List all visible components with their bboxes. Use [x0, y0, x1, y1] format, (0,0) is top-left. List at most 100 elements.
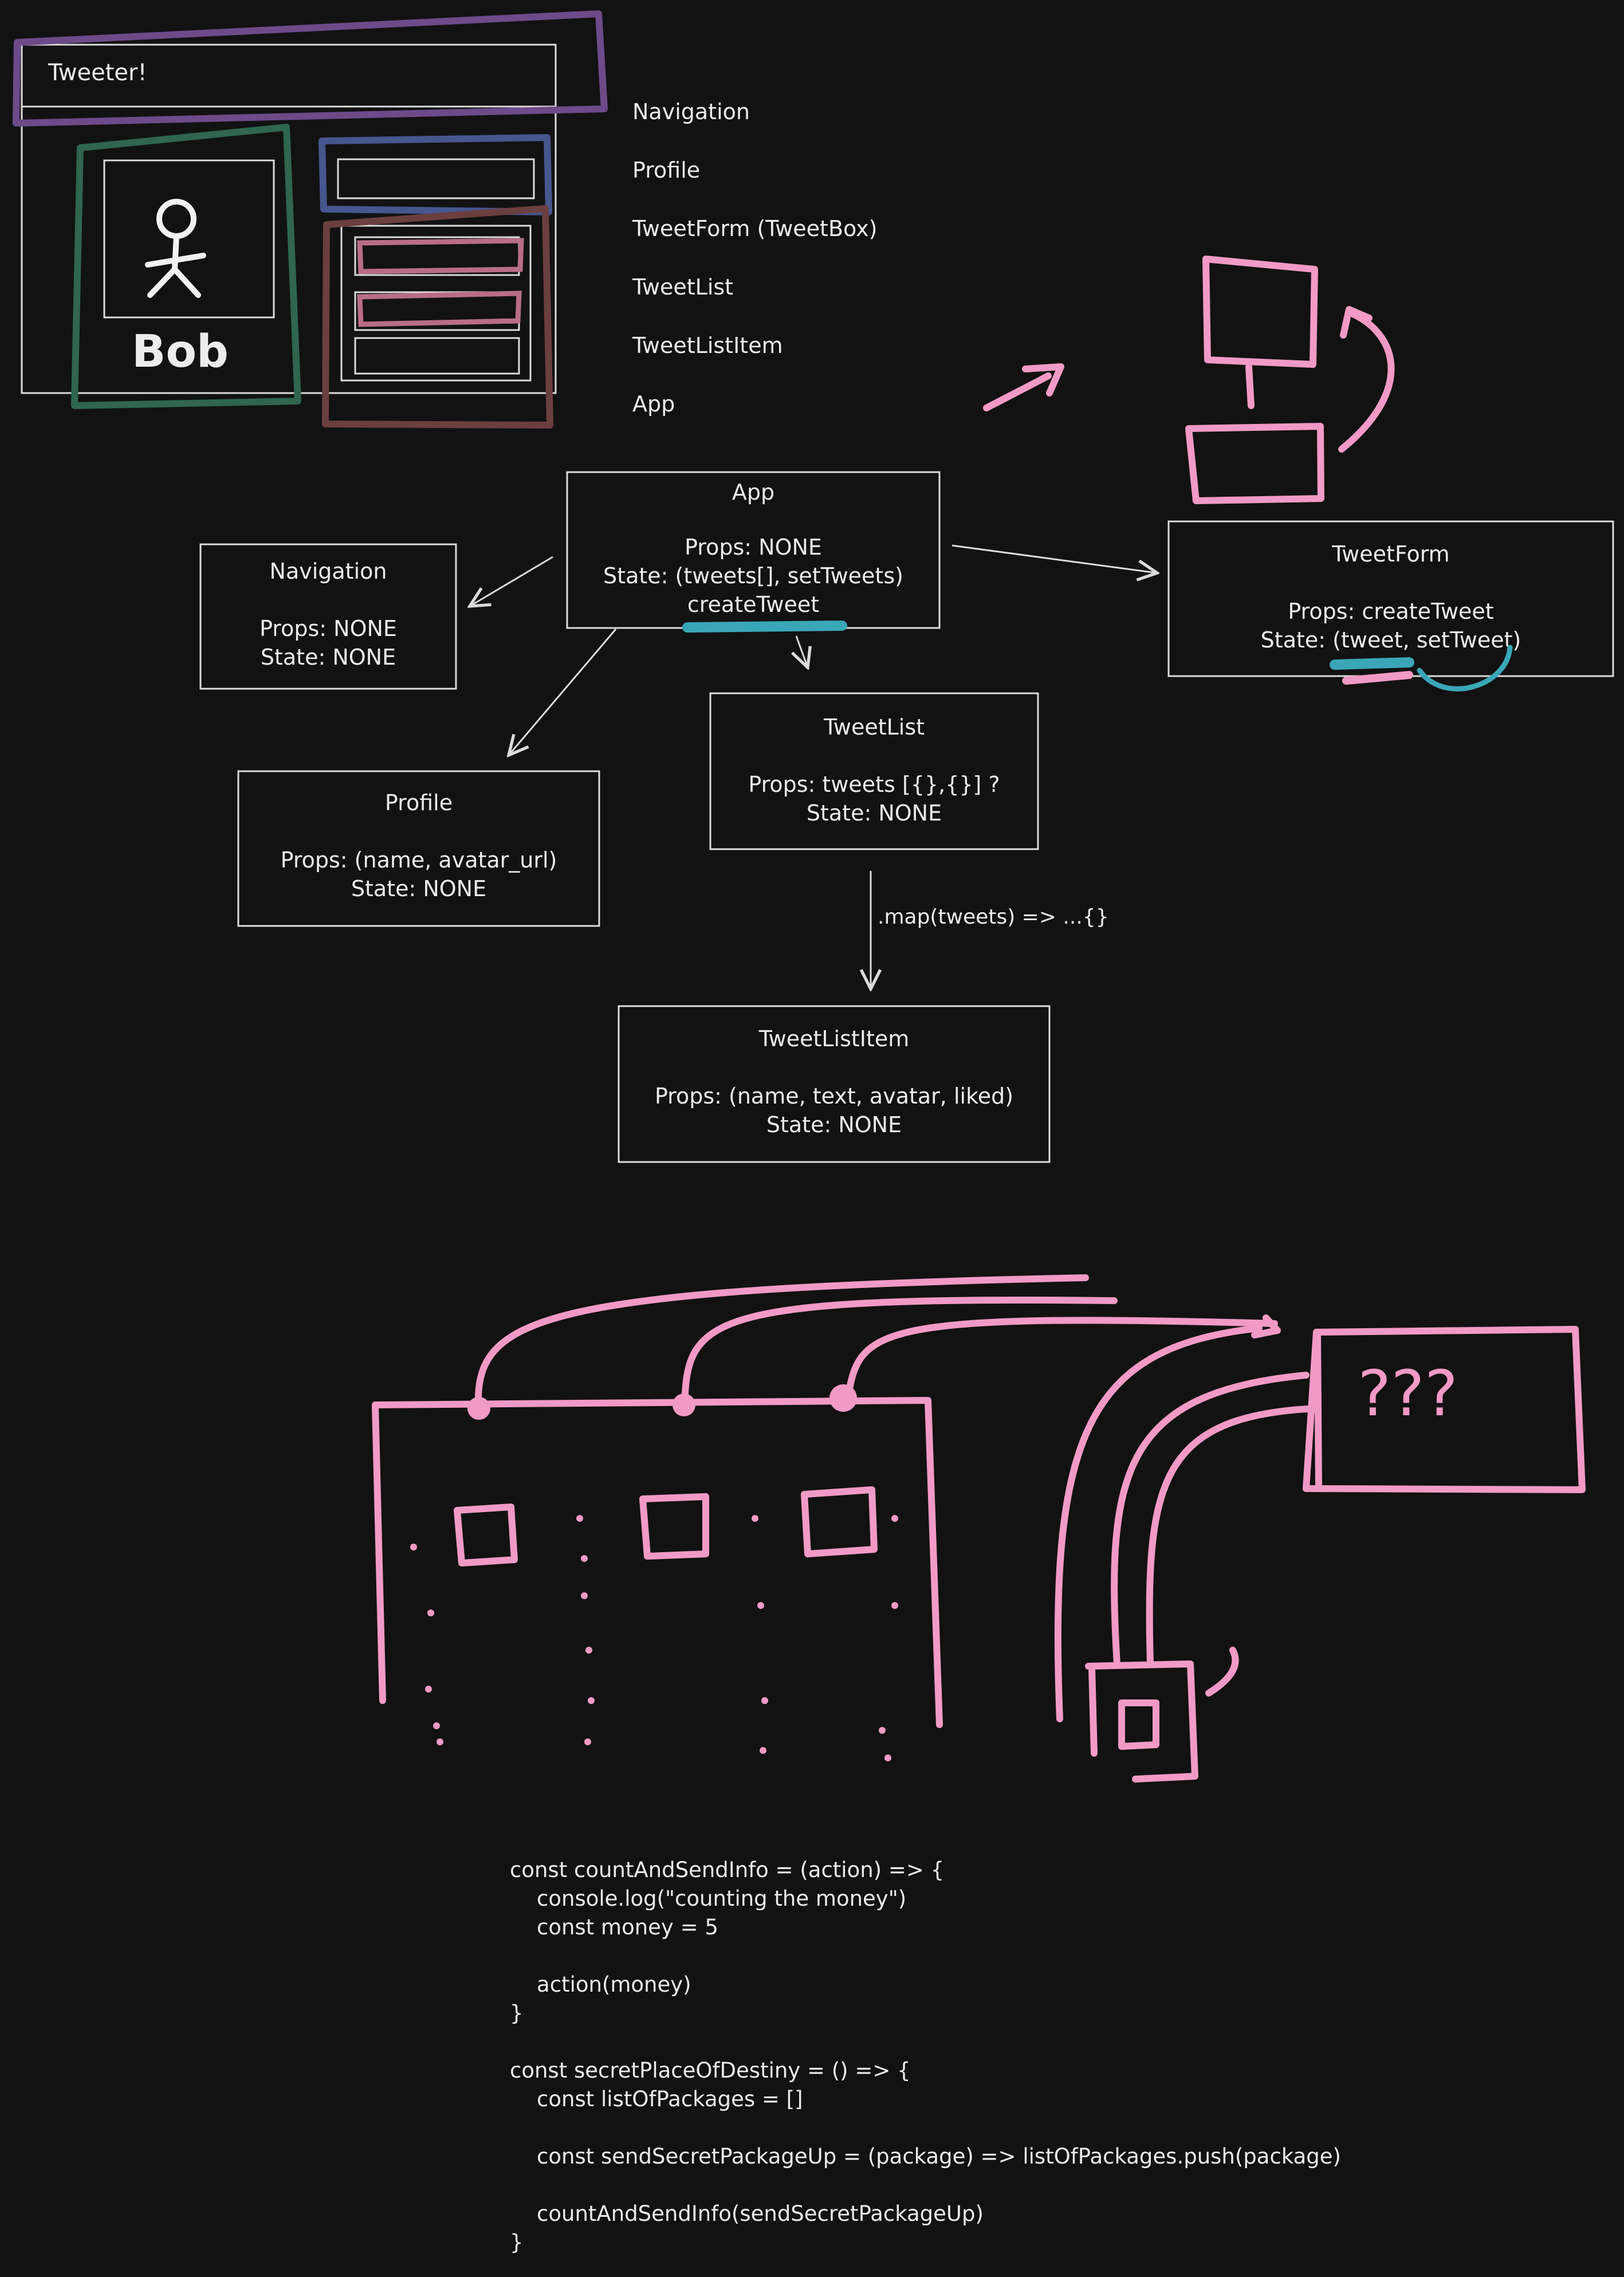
code-line: const sendSecretPackageUp = (package) =>… — [510, 2144, 1341, 2169]
navigation-box — [199, 543, 457, 690]
navigation-state: State: NONE — [261, 645, 396, 670]
machine-knob-3 — [829, 1384, 857, 1412]
app-props: Props: NONE — [685, 535, 822, 560]
tweetlistitem-component-box — [618, 1005, 1051, 1163]
profile-highlight — [71, 124, 301, 409]
legend-item-profile: Profile — [632, 158, 700, 183]
arrow-app-to-tweetform — [951, 544, 1157, 573]
code-block: const countAndSendInfo = (action) => { c… — [510, 1858, 1341, 2255]
tweetlist-box — [340, 225, 532, 382]
arrow-app-to-navigation — [470, 556, 553, 606]
tweetlist-highlight — [322, 205, 553, 429]
pink-pipe-sketch: ??? — [1054, 1314, 1586, 1783]
navigation-title: Navigation — [270, 559, 387, 584]
code-line: console.log("counting the money") — [510, 1886, 906, 1911]
wireframe-header-box — [21, 44, 557, 108]
tweet-underline-pink — [1342, 671, 1413, 685]
wireframe-title: Tweeter! — [48, 60, 147, 86]
machine-knob-1 — [467, 1397, 490, 1420]
pipe-outer — [1054, 1325, 1263, 1722]
pink-sketch-boxes — [1185, 256, 1395, 504]
tweetform-input-box — [337, 158, 535, 199]
package-tick — [1205, 1647, 1239, 1697]
machine-dots — [410, 1515, 898, 1761]
navigation-highlight — [13, 10, 608, 127]
map-label: .map(tweets) => ...{} — [878, 905, 1109, 929]
machine-slot-1 — [454, 1503, 518, 1567]
tweetlistitem-props: Props: (name, text, avatar, liked) — [655, 1083, 1013, 1109]
profile-component-box — [237, 770, 600, 927]
tweetform-title: TweetForm — [1331, 541, 1449, 567]
profile-state: State: NONE — [351, 876, 486, 901]
machine-wire-2 — [681, 1297, 1118, 1408]
legend: Navigation Profile TweetForm (TweetBox) … — [632, 99, 877, 417]
app-create-tweet: createTweet — [687, 592, 819, 617]
tweetlistitem-title: TweetListItem — [758, 1026, 910, 1051]
component-tweetlistitem: TweetListItem Props: (name, text, avatar… — [618, 1005, 1051, 1163]
app-title: App — [732, 480, 774, 505]
machine-wire-1 — [474, 1274, 1089, 1411]
code-line: const money = 5 — [510, 1915, 718, 1940]
question-box-text: ??? — [1358, 1357, 1458, 1430]
tweetlist-props: Props: tweets [{},{}] ? — [748, 772, 1000, 797]
code-line: } — [510, 2230, 524, 2255]
component-profile: Profile Props: (name, avatar_url) State:… — [237, 770, 600, 927]
package-inner — [1118, 1699, 1159, 1750]
code-line: const secretPlaceOfDestiny = () => { — [510, 2058, 911, 2083]
app-state: State: (tweets[], setTweets) — [603, 563, 903, 588]
profile-avatar-box — [103, 159, 275, 319]
tweetform-state: State: (tweet, setTweet) — [1261, 627, 1521, 653]
question-box — [1303, 1326, 1586, 1493]
pipe-middle — [1111, 1372, 1310, 1668]
tweetform-highlight — [318, 134, 552, 215]
arrow-app-to-tweetlist — [796, 635, 808, 668]
machine-wire-3 — [844, 1317, 1278, 1401]
code-line: } — [510, 2001, 524, 2025]
legend-item-tweetlistitem: TweetListItem — [632, 333, 783, 358]
tweetlistitem-box-3 — [354, 337, 520, 375]
package-box — [1085, 1660, 1198, 1783]
tweetlist-component-box — [709, 692, 1039, 850]
sketch-link-line — [1245, 363, 1255, 409]
code-line: const listOfPackages = [] — [510, 2087, 803, 2111]
pink-sketch-arrow — [983, 363, 1064, 411]
legend-item-navigation: Navigation — [632, 99, 750, 124]
machine-knob-2 — [673, 1393, 695, 1416]
tweetform-props: Props: createTweet — [1288, 599, 1493, 624]
code-line: action(money) — [510, 1972, 691, 1997]
tweetlist-state: State: NONE — [807, 800, 942, 826]
machine-outline — [372, 1397, 943, 1728]
tweet-link-curve — [1417, 645, 1513, 692]
pipe-arrow-head — [1251, 1314, 1281, 1338]
legend-item-app: App — [632, 391, 675, 417]
avatar-name: Bob — [132, 326, 229, 378]
machine-slot-3 — [801, 1486, 878, 1557]
component-tweetform: TweetForm Props: createTweet State: (twe… — [1167, 520, 1614, 692]
createtweet-underline — [682, 621, 847, 633]
profile-props: Props: (name, avatar_url) — [281, 847, 557, 873]
navigation-props: Props: NONE — [259, 616, 397, 641]
pipe-inner — [1146, 1405, 1321, 1668]
code-line: countAndSendInfo(sendSecretPackageUp) — [510, 2201, 984, 2226]
component-navigation: Navigation Props: NONE State: NONE — [199, 543, 457, 690]
sketch-curve-arrow — [1338, 309, 1395, 453]
stick-figure-icon — [145, 199, 206, 298]
tweetlistitem-highlight-1 — [357, 238, 524, 274]
legend-item-tweetform: TweetForm (TweetBox) — [632, 216, 877, 241]
tweet-underline — [1330, 657, 1414, 670]
sketch-box-top — [1202, 256, 1318, 368]
tweetlistitem-highlight-2 — [357, 290, 522, 327]
component-arrows: .map(tweets) => ...{} — [470, 544, 1157, 989]
component-tweetlist: TweetList Props: tweets [{},{}] ? State:… — [709, 692, 1039, 850]
tweetlistitem-state: State: NONE — [766, 1112, 902, 1137]
pink-machine-sketch — [372, 1274, 1278, 1761]
sketch-box-bottom — [1185, 423, 1324, 504]
profile-title: Profile — [385, 790, 453, 815]
component-app: App Props: NONE State: (tweets[], setTwe… — [566, 471, 941, 633]
legend-item-tweetlist: TweetList — [632, 274, 733, 300]
machine-slot-2 — [639, 1493, 709, 1560]
code-line: const countAndSendInfo = (action) => { — [510, 1858, 944, 1882]
arrow-app-to-profile — [509, 629, 617, 755]
wireframe: Tweeter! Bob — [13, 10, 608, 429]
